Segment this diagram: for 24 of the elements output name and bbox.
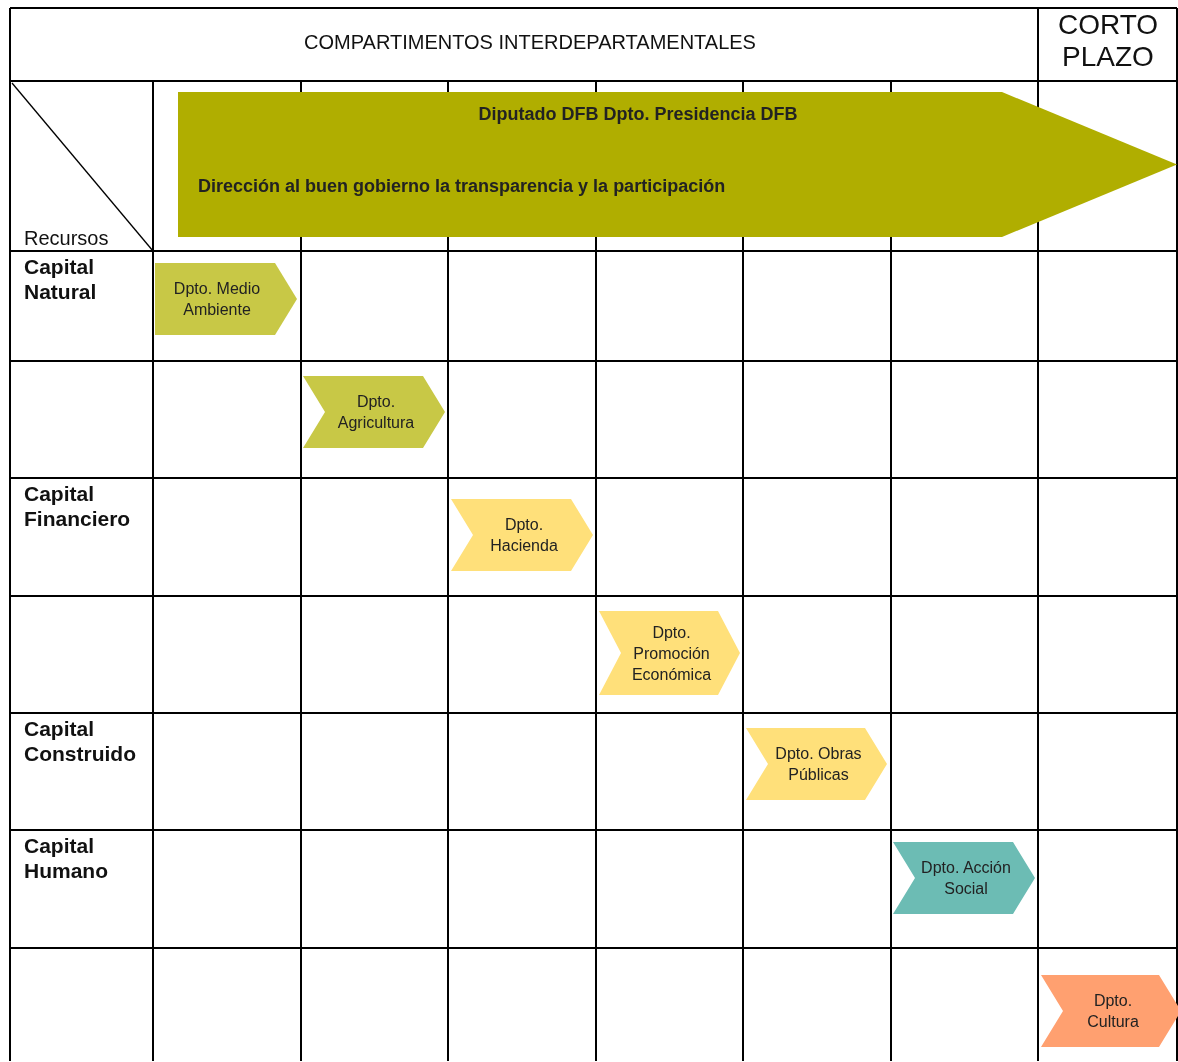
department-label: Dpto. Promoción Económica <box>630 622 713 685</box>
row-heading: Capital Natural <box>24 255 97 303</box>
column-heading: CORTO PLAZO <box>1057 9 1159 72</box>
chevron-shape <box>599 611 740 695</box>
chevron-shape <box>451 499 593 571</box>
department-label: Dpto. Medio Ambiente <box>172 279 262 320</box>
department-title: Diputado DFB Dpto. Presidencia DFB <box>478 103 798 126</box>
direction-text: Dirección al buen gobierno la transparencia y la participación <box>198 176 726 197</box>
department-label: Dpto. Obras Públicas <box>774 744 863 785</box>
chevron-shape <box>1041 975 1178 1047</box>
department-label: Dpto. Agricultura <box>336 392 416 433</box>
chevron-shape <box>155 263 297 335</box>
chevron-shape <box>746 728 887 800</box>
row-heading: Capital Financiero <box>24 482 131 530</box>
table-heading: COMPARTIMENTOS INTERDEPARTAMENTALES <box>304 31 756 53</box>
department-label: Dpto. Acción Social <box>921 858 1011 899</box>
axis-label: Recursos <box>24 227 109 249</box>
row-heading: Capital Construido <box>24 717 136 765</box>
row-heading: Capital Humano <box>24 834 108 882</box>
department-label: Dpto. Hacienda <box>489 515 559 556</box>
chevron-shape <box>893 842 1035 914</box>
chevron-shape <box>303 376 445 448</box>
banner-arrow <box>178 92 1177 237</box>
department-label: Dpto. Cultura <box>1086 991 1140 1032</box>
